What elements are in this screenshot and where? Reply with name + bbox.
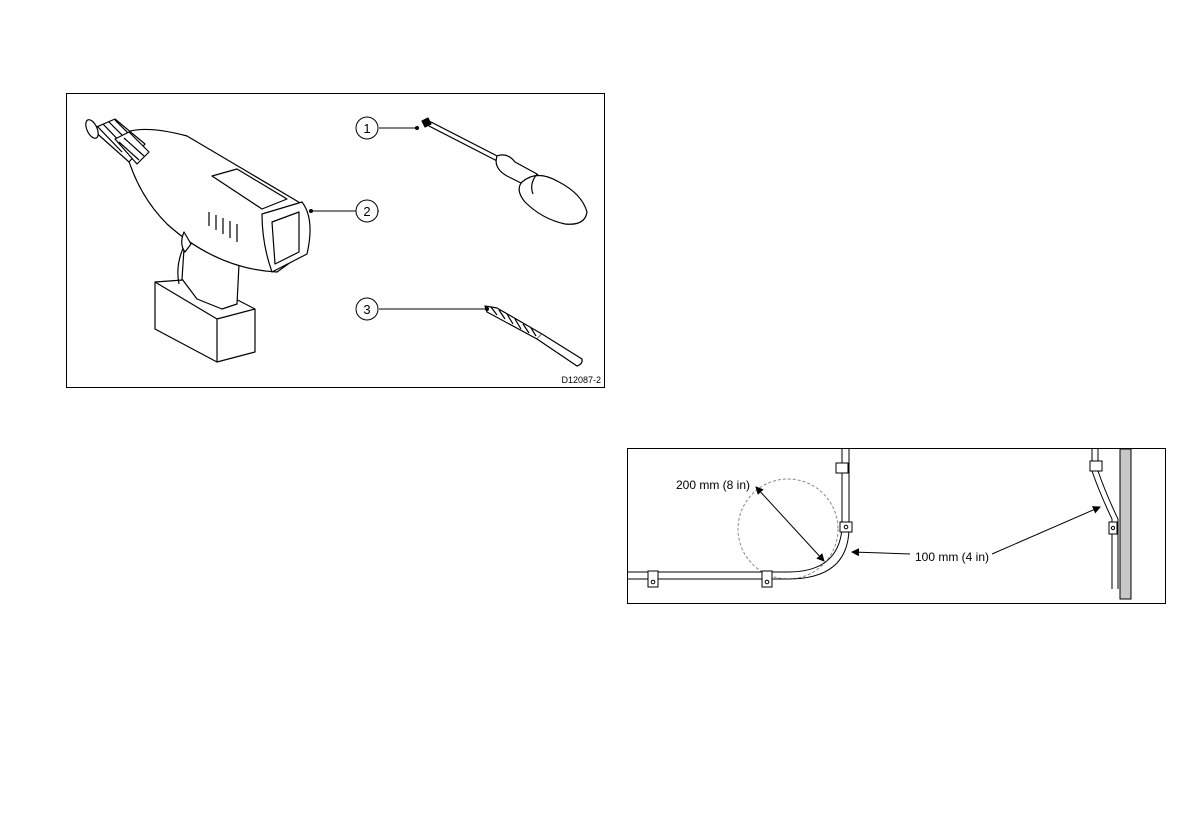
callout-3-label: 3 — [363, 302, 370, 317]
callout-3: 3 — [356, 298, 378, 320]
callout-1: 1 — [356, 117, 378, 139]
right-cable-clips — [1090, 461, 1117, 534]
clip-spacing-label: 100 mm (4 in) — [915, 550, 989, 564]
tools-illustration: 1 2 3 D12087-2 — [67, 94, 606, 389]
bend-radius-label: 200 mm (8 in) — [676, 478, 750, 492]
figure-reference: D12087-2 — [561, 375, 601, 385]
screwdriver-icon — [422, 118, 587, 224]
cable-routing-figure: 200 mm (8 in) 100 mm (4 in) — [627, 448, 1166, 604]
tools-figure: 1 2 3 D12087-2 — [66, 93, 605, 388]
drill-icon — [83, 118, 310, 362]
callout-1-label: 1 — [363, 121, 370, 136]
cable — [628, 449, 849, 579]
bulkhead-panel — [1120, 449, 1131, 599]
callout-2-label: 2 — [363, 204, 370, 219]
callout-leaders — [311, 128, 487, 309]
cable-routing-illustration: 200 mm (8 in) 100 mm (4 in) — [628, 449, 1167, 605]
drill-bit-icon — [485, 306, 582, 366]
callout-2: 2 — [356, 200, 378, 222]
